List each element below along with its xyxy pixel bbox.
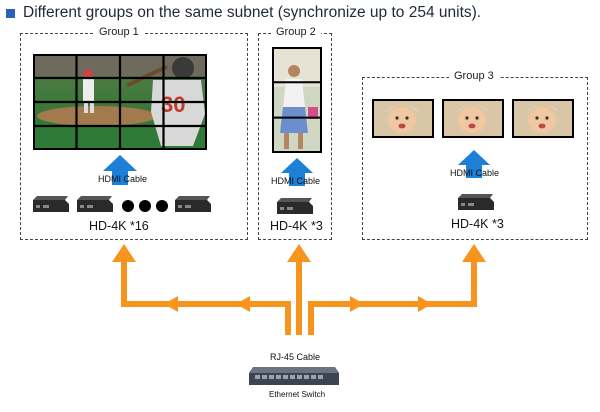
group-1-cable-label: HDMI Cable xyxy=(98,174,148,184)
group-2-video-wall xyxy=(272,47,322,153)
group-3-device-label: HD-4K *3 xyxy=(451,217,504,231)
ellipsis-icon xyxy=(122,200,168,212)
group-1-video-wall: 30 xyxy=(33,54,207,150)
svg-text:30: 30 xyxy=(161,92,185,117)
ethernet-switch-icon xyxy=(249,367,339,385)
group-2-cable-label: HDMI Cable xyxy=(271,176,321,186)
group-3-screen-1 xyxy=(372,99,434,138)
group-2-device-icon xyxy=(277,198,313,214)
group-2-label: Group 2 xyxy=(271,26,321,38)
bullet-icon xyxy=(6,8,15,18)
group-1-label: Group 1 xyxy=(94,26,144,38)
group-2-device-label: HD-4K *3 xyxy=(270,219,323,233)
group-3-device-icon xyxy=(458,194,494,210)
group-3-up-arrow-icon xyxy=(458,150,490,178)
group-3-label: Group 3 xyxy=(449,70,499,82)
group-2-up-arrow-icon xyxy=(281,158,313,186)
heading: Different groups on the same subnet (syn… xyxy=(6,4,481,22)
group-1-device-icon-2 xyxy=(77,196,113,212)
group-1-device-icon-3 xyxy=(175,196,211,212)
rj45-cable-label: RJ-45 Cable xyxy=(270,352,321,362)
group-3-cable-label: HDMI Cable xyxy=(450,168,500,178)
group-1-device-label: HD-4K *16 xyxy=(89,219,149,233)
group-1-up-arrow-icon xyxy=(103,155,137,185)
group-3-screen-3 xyxy=(512,99,574,138)
ethernet-switch-label: Ethernet Switch xyxy=(269,390,326,399)
heading-text: Different groups on the same subnet (syn… xyxy=(23,4,482,21)
group-3-screen-2 xyxy=(442,99,504,138)
group-1-device-icon-1 xyxy=(33,196,69,212)
